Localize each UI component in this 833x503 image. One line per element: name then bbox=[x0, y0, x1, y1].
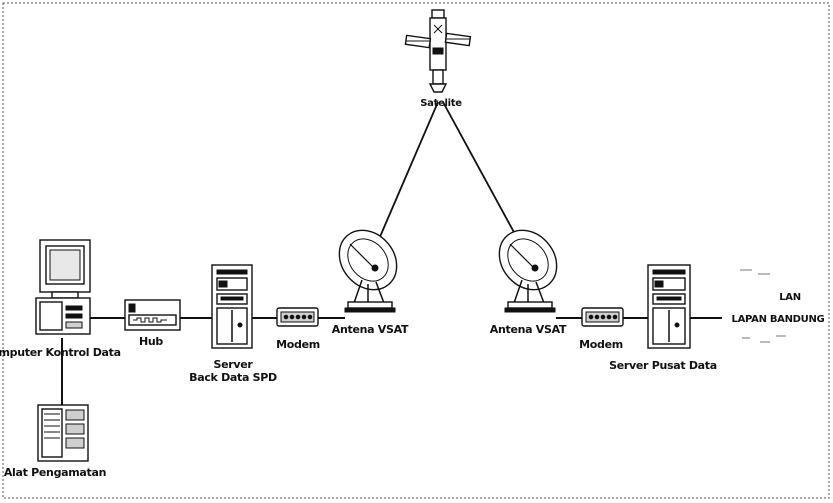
server-left-label-line1: Server bbox=[213, 358, 253, 371]
hub-label: Hub bbox=[139, 335, 163, 348]
modem-right-label: Modem bbox=[579, 338, 623, 351]
server-left-icon bbox=[212, 265, 252, 348]
hub-icon bbox=[125, 300, 180, 330]
vsat-antenna-left-icon bbox=[328, 219, 409, 312]
instrument-label: Alat Pengamatan bbox=[4, 466, 106, 479]
satellite-icon bbox=[405, 10, 470, 92]
antenna-left-label: Antena VSAT bbox=[332, 323, 409, 336]
lan-label-line2: LAPAN BANDUNG bbox=[732, 314, 825, 325]
server-right-icon bbox=[648, 265, 690, 348]
instrument-icon bbox=[38, 405, 88, 461]
lan-cloud-icon bbox=[740, 270, 786, 342]
antenna-right-label: Antena VSAT bbox=[490, 323, 567, 336]
modem-left-label: Modem bbox=[276, 338, 320, 351]
server-right-label: Server Pusat Data bbox=[609, 359, 717, 372]
modem-left-icon bbox=[277, 308, 318, 326]
satellite-label: Satelite bbox=[420, 98, 462, 109]
server-left-label-line2: Back Data SPD bbox=[189, 371, 277, 384]
modem-right-icon bbox=[582, 308, 623, 326]
computer-label: Komputer Kontrol Data bbox=[0, 346, 121, 359]
lan-label-line1: LAN bbox=[779, 292, 801, 303]
vsat-antenna-right-icon bbox=[488, 219, 569, 312]
diagram-frame bbox=[3, 3, 829, 498]
computer-icon bbox=[36, 240, 90, 334]
